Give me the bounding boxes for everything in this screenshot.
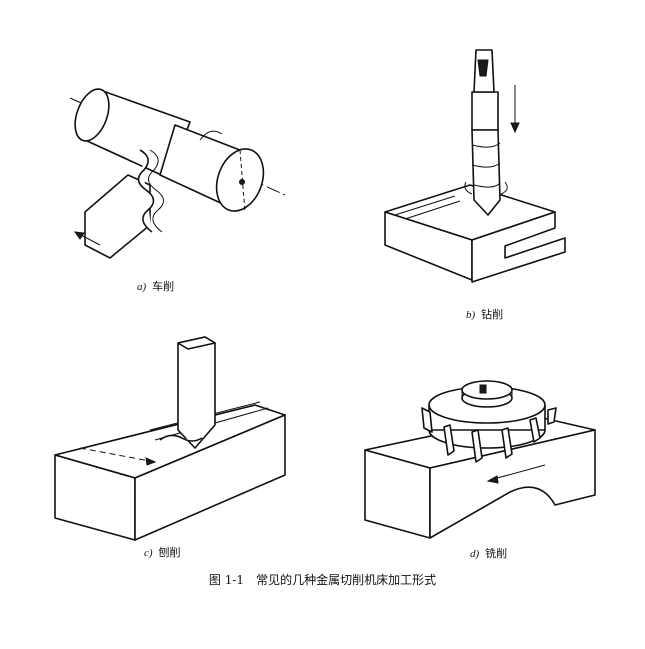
- figure-title-text: 常见的几种金属切削机床加工形式: [256, 573, 437, 587]
- planing-illustration: [54, 336, 286, 541]
- caption-a: a) 车削: [137, 278, 174, 294]
- caption-a-letter: a): [137, 281, 147, 293]
- caption-c-label: 刨削: [158, 546, 181, 559]
- figure-title: 图 1-1 常见的几种金属切削机床加工形式: [0, 571, 645, 588]
- caption-b: b) 钻削: [466, 306, 503, 322]
- caption-c-letter: c): [144, 547, 153, 559]
- caption-a-label: 车削: [152, 280, 175, 293]
- milling-illustration: [364, 380, 596, 539]
- caption-c: c) 刨削: [144, 544, 181, 560]
- drilling-illustration: [384, 49, 566, 283]
- caption-d-label: 铣削: [485, 547, 508, 560]
- caption-b-label: 钻削: [481, 308, 504, 321]
- caption-d-letter: d): [470, 548, 480, 560]
- turning-illustration: [69, 88, 286, 259]
- caption-d: d) 铣削: [470, 545, 507, 561]
- caption-b-letter: b): [466, 309, 476, 321]
- figure-number: 图 1-1: [208, 573, 245, 587]
